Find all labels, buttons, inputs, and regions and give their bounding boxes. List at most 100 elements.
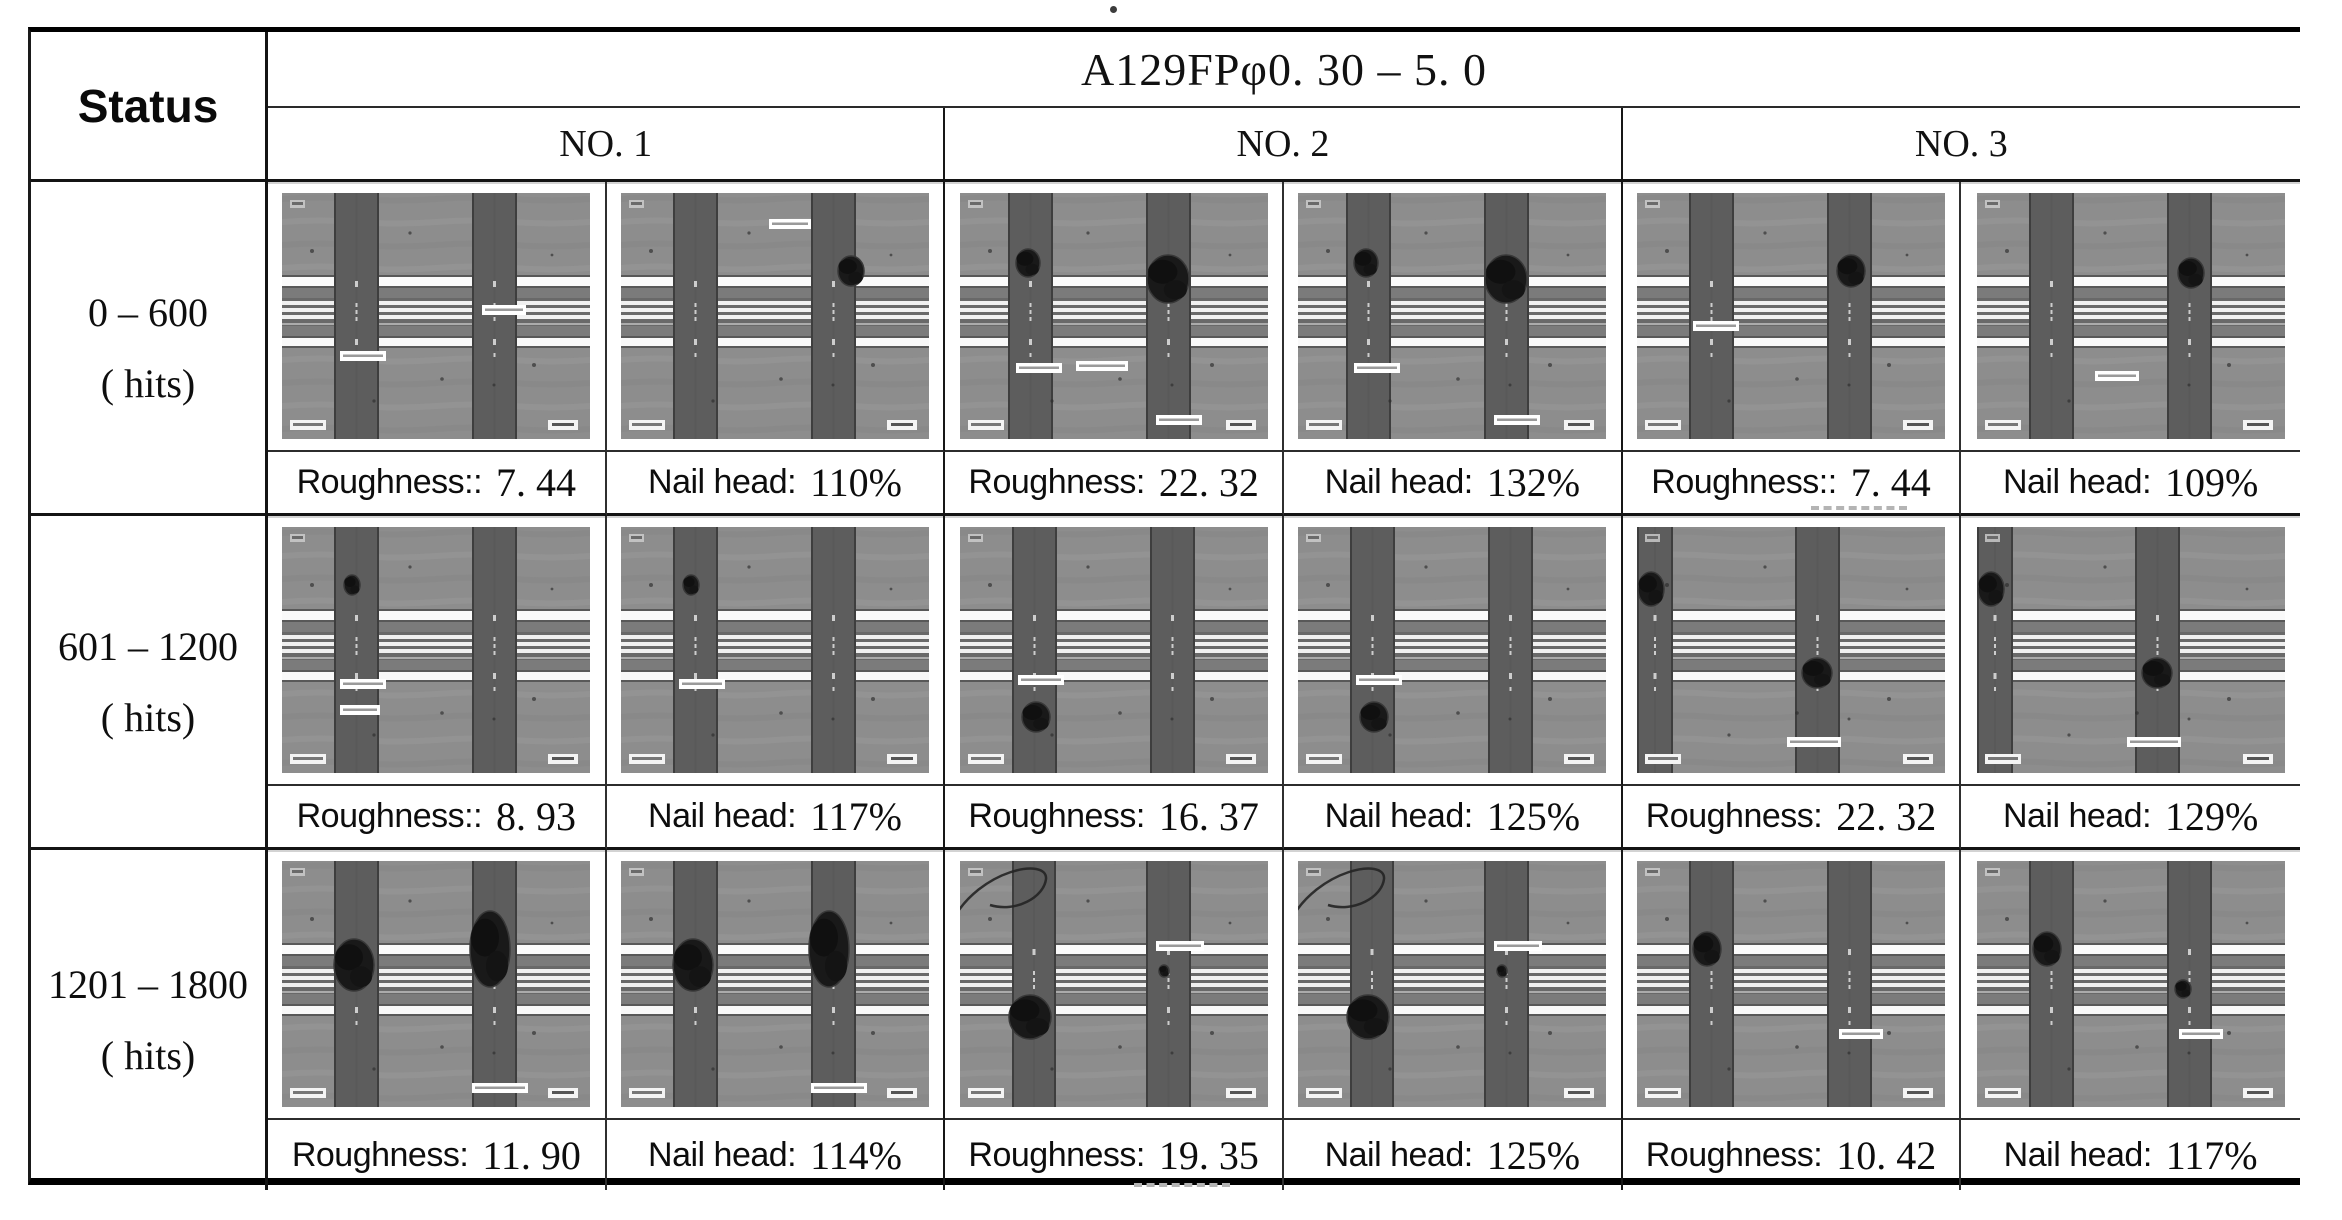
micrograph-cell xyxy=(268,182,607,452)
group-header-no1: NO. 1 xyxy=(268,108,946,182)
micrograph-cell xyxy=(606,516,946,786)
micrograph-image xyxy=(282,527,591,773)
metric-label: Roughness:: xyxy=(296,797,483,835)
table-title: A129FPφ0. 30 – 5. 0 xyxy=(1081,43,1487,95)
metric-value: 125% xyxy=(1486,1132,1581,1178)
measurement-cell: Nail head: 125% xyxy=(1284,1120,1623,1190)
metric-value: 109% xyxy=(2165,460,2259,505)
measurement-cell: Roughness: 16. 37 xyxy=(945,786,1284,850)
micrograph-cell xyxy=(1961,850,2300,1120)
metric-label: Roughness: xyxy=(291,1135,469,1174)
metric-label: Roughness:: xyxy=(296,463,483,501)
measurement-cell: Roughness::8. 93 xyxy=(268,786,607,850)
metric-label: Nail head: xyxy=(1324,463,1474,501)
metric-value: 19. 35 xyxy=(1158,1132,1259,1178)
micrograph-cell xyxy=(945,850,1284,1120)
status-header-label: Status xyxy=(77,79,219,132)
metric-label: Nail head: xyxy=(648,1135,797,1174)
metric-label: Nail head: xyxy=(2002,797,2152,835)
metric-value: 16. 37 xyxy=(1158,794,1259,839)
micrograph-image xyxy=(1636,861,1945,1107)
metric-label: Nail head: xyxy=(648,797,797,835)
micrograph-cell xyxy=(945,182,1284,452)
measurement-cell: Nail head: 114% xyxy=(607,1120,946,1190)
metric-value: 22. 32 xyxy=(1836,794,1937,839)
metric-label: Roughness: xyxy=(968,1135,1145,1174)
measurement-cell: Nail head: 110% xyxy=(606,452,946,516)
metric-value: 7. 44 xyxy=(496,460,577,505)
micrograph-image xyxy=(1298,527,1607,773)
micrograph-cell xyxy=(606,850,946,1120)
metric-value: 8. 93 xyxy=(496,794,577,839)
metric-label: Nail head: xyxy=(2003,1135,2153,1174)
measurement-cell: Roughness: 22. 32 xyxy=(945,452,1284,516)
micrograph-image xyxy=(620,527,929,773)
metric-value: 11. 90 xyxy=(482,1132,581,1178)
micrograph-image xyxy=(620,861,929,1107)
metric-value: 110% xyxy=(810,460,902,505)
measurement-cell: Nail head: 132% xyxy=(1283,452,1623,516)
metric-label: Roughness:: xyxy=(1651,463,1837,501)
micrograph-cell xyxy=(1283,182,1623,452)
metric-label: Roughness: xyxy=(968,463,1145,501)
micrograph-cell xyxy=(945,516,1284,786)
micrograph-cell xyxy=(1283,516,1623,786)
measurement-cell: Nail head: 125% xyxy=(1283,786,1623,850)
metric-label: Nail head: xyxy=(2002,463,2152,501)
metric-value: 117% xyxy=(2165,1132,2258,1178)
metric-value: 132% xyxy=(1486,460,1581,505)
measurement-cell: Roughness::7. 44 xyxy=(1622,452,1962,516)
smudge-artifact xyxy=(1133,1183,1230,1187)
group-header-no3: NO. 3 xyxy=(1622,108,2300,182)
measurement-cell: Roughness: 22. 32 xyxy=(1622,786,1962,850)
group-header-label: NO. 2 xyxy=(1236,122,1330,165)
micrograph-image xyxy=(282,861,591,1107)
measurement-cell: Roughness:10. 42 xyxy=(1623,1120,1962,1190)
stray-dot xyxy=(1110,6,1117,13)
metric-value: 22. 32 xyxy=(1158,460,1259,505)
measurement-cell: Nail head: 117% xyxy=(1961,1120,2300,1190)
row-unit: ( hits) xyxy=(100,1033,196,1078)
metric-value: 129% xyxy=(2165,794,2259,839)
micrograph-image xyxy=(1976,527,2285,773)
metric-label: Roughness: xyxy=(1645,1135,1823,1174)
metric-label: Roughness: xyxy=(1645,797,1823,835)
group-header-label: NO. 3 xyxy=(1914,122,2008,165)
group-header-no2: NO. 2 xyxy=(945,108,1623,182)
micrograph-cell xyxy=(1961,516,2300,786)
micrograph-image xyxy=(1976,861,2285,1107)
measurement-cell: Roughness::7. 44 xyxy=(268,452,607,516)
micrograph-cell xyxy=(1622,182,1962,452)
row-range: 1201 – 1800 xyxy=(48,962,248,1007)
micrograph-image xyxy=(620,193,929,439)
measurement-cell: Nail head: 129% xyxy=(1961,786,2300,850)
measurement-cell: Nail head: 117% xyxy=(606,786,946,850)
smudge-artifact xyxy=(1811,506,1908,510)
micrograph-cell xyxy=(268,516,607,786)
metric-label: Roughness: xyxy=(968,797,1145,835)
metric-value: 114% xyxy=(810,1132,902,1178)
row-unit: ( hits) xyxy=(100,360,196,406)
row-label-0-600: 0 – 600 ( hits) xyxy=(31,182,268,516)
metric-value: 125% xyxy=(1486,794,1581,839)
micrograph-image xyxy=(1636,527,1945,773)
results-table: Status A129FPφ0. 30 – 5. 0 NO. 1 NO. 2 N… xyxy=(28,27,2300,1190)
row-range: 0 – 600 xyxy=(88,289,208,335)
measurement-cell: Roughness: 11. 90 xyxy=(268,1120,607,1190)
measurement-cell: Roughness: 19. 35 xyxy=(945,1120,1284,1190)
micrograph-image xyxy=(282,193,591,439)
micrograph-image xyxy=(959,193,1268,439)
row-label-601-1200: 601 – 1200 ( hits) xyxy=(31,516,268,850)
table-title-cell: A129FPφ0. 30 – 5. 0 xyxy=(268,32,2300,108)
micrograph-cell xyxy=(1283,850,1623,1120)
micrograph-cell xyxy=(606,182,946,452)
row-range: 601 – 1200 xyxy=(58,623,238,669)
metric-label: Nail head: xyxy=(1324,797,1474,835)
micrograph-image xyxy=(959,527,1268,773)
metric-label: Nail head: xyxy=(1324,1135,1474,1174)
micrograph-cell xyxy=(268,850,607,1120)
metric-value: 117% xyxy=(810,794,902,839)
metric-label: Nail head: xyxy=(648,463,797,501)
micrograph-image xyxy=(1636,193,1945,439)
